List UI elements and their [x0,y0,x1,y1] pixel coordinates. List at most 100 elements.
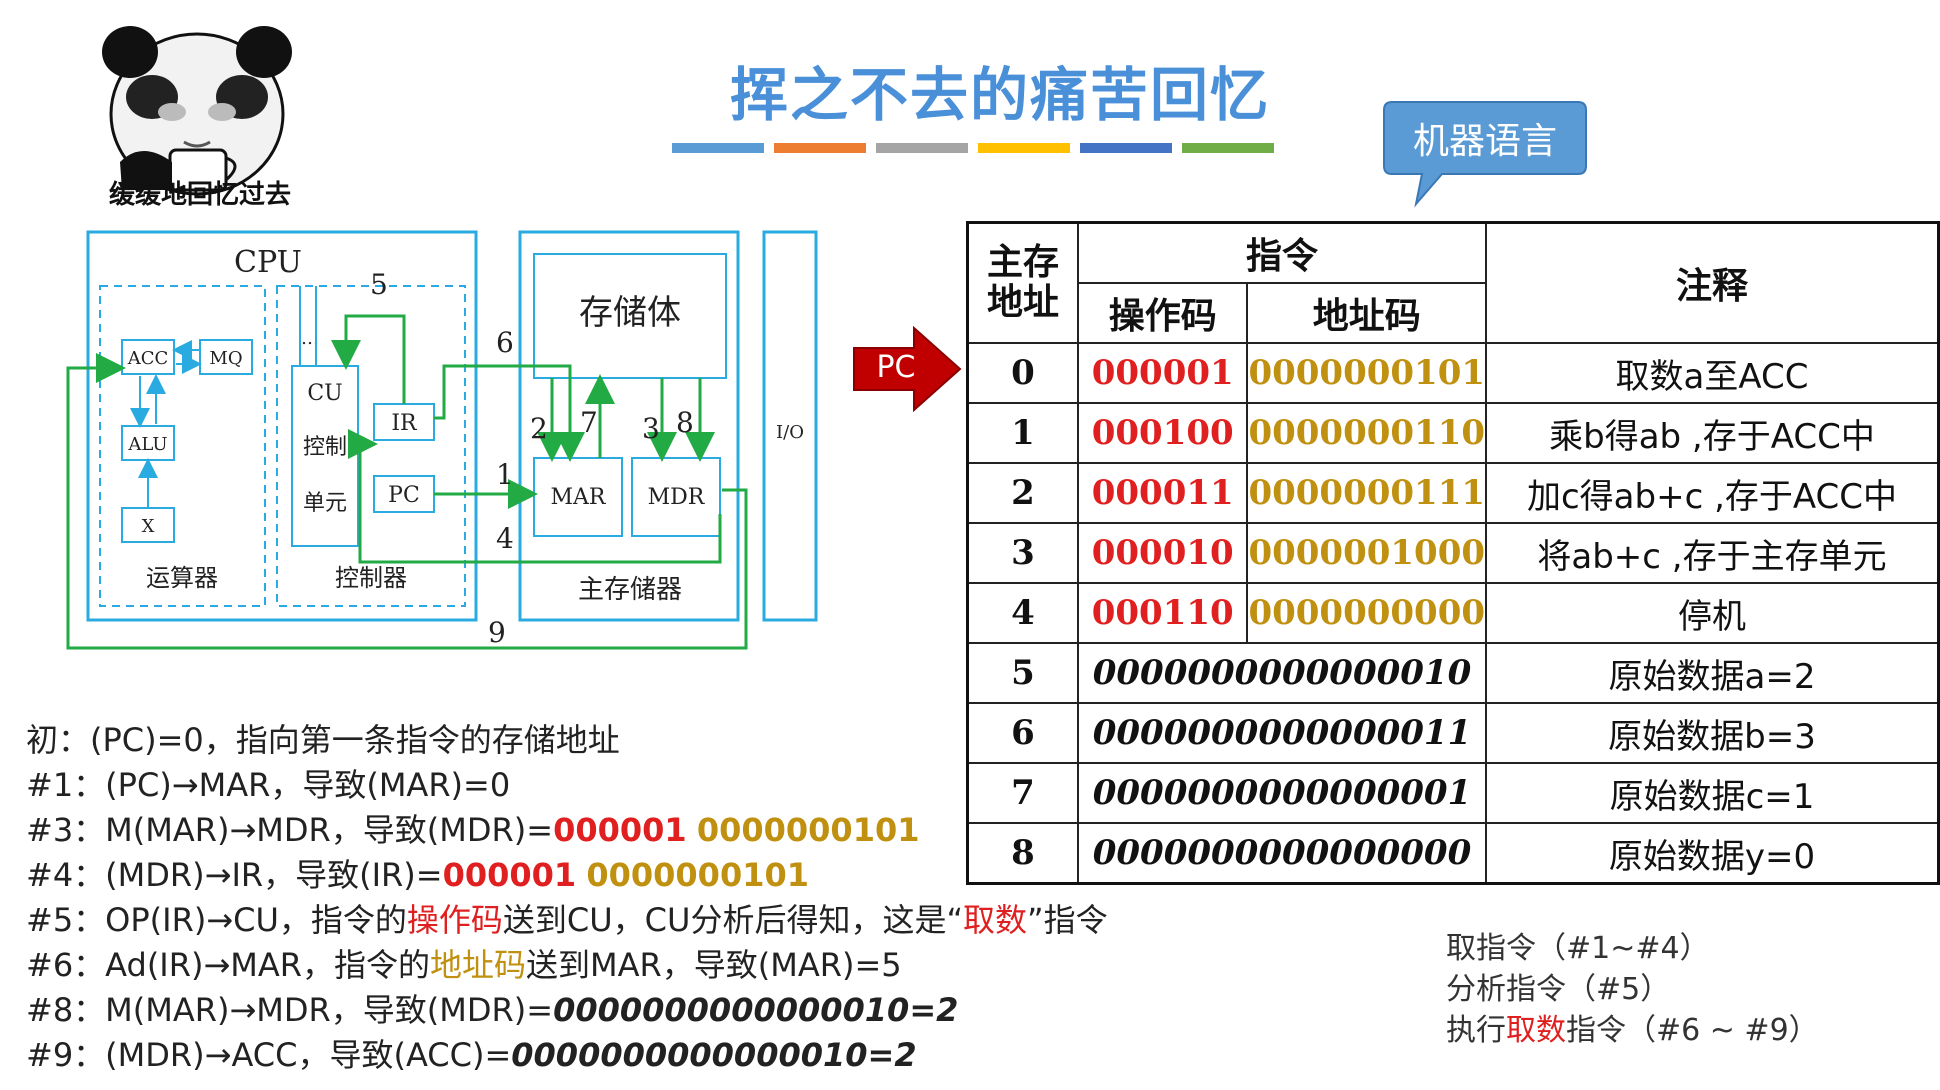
speech-bubble-icon [1383,101,1587,208]
step-text: #1：(PC)→MAR，导致(MAR)=0 [26,766,511,804]
meme-caption: 缓缓地回忆过去 [108,180,291,210]
legend-item: 取指令（#1~#4） [1446,931,1710,966]
row-address: 6 [966,702,1079,764]
computer-structure-diagram: CPU ACC MQ ALU X 运算器 CU 控制 单元 … IR PC 控制… [66,230,818,650]
io-label: I/O [776,422,804,443]
table-row: 7 0000000000000001 原始数据c=1 [966,762,1940,824]
x-label: X [142,516,155,537]
mdr-label: MDR [648,485,706,510]
step-text: ”指令 [1027,901,1108,939]
mar-box [533,457,623,537]
phase-legend: 取指令（#1~#4） 分析指令（#5） 执行取数指令（#6 ~ #9） [1446,928,1819,1051]
step-address-code: 0000000101 [696,811,920,849]
row-data-value: 0000000000000001 [1076,762,1488,824]
step-number: 9 [488,616,506,649]
step-text: #8：M(MAR)→MDR，导致(MDR)= [26,991,554,1029]
step-text: 送到CU，CU分析后得知，这是“ [502,901,964,939]
main-memory-box [518,230,740,622]
header-opcode: 操作码 [1076,282,1249,344]
step-opcode: 000001 [553,811,687,849]
ir-label: IR [391,411,418,436]
row-address-code: 0000000110 [1246,402,1488,464]
table-row: 5 0000000000000010 原始数据a=2 [966,642,1940,704]
row-address-code: 0000001000 [1246,522,1488,584]
alu-unit-label: 运算器 [146,564,218,592]
row-address-code: 0000000101 [1246,342,1488,404]
step-row: #1：(PC)→MAR，导致(MAR)=0 [26,763,1108,808]
step-list: 初：(PC)=0，指向第一条指令的存储地址 #1：(PC)→MAR，导致(MAR… [26,718,1108,1078]
row-address: 3 [966,522,1079,584]
title-bar [1182,143,1274,153]
header-instruction: 指令 [1076,221,1488,284]
table-row: 2 000011 0000000111 加c得ab+c ,存于ACC中 [966,462,1940,524]
row-opcode: 000001 [1076,342,1249,404]
title-bar [1080,143,1172,153]
pc-label: PC [388,483,420,508]
step-text: 送到MAR，导致(MAR)=5 [526,946,902,984]
row-address: 5 [966,642,1079,704]
row-address: 1 [966,402,1079,464]
title-bar [978,143,1070,153]
header-address-line1: 主存 [986,242,1059,283]
row-note: 原始数据y=0 [1485,822,1940,885]
table-row: 1 000100 0000000110 乘b得ab ,存于ACC中 [966,402,1940,464]
row-address: 0 [966,342,1079,404]
step-row: 初：(PC)=0，指向第一条指令的存储地址 [26,718,1108,763]
legend-text: 执行 [1446,1013,1506,1048]
step-row: #9：(MDR)→ACC，导致(ACC)=0000000000000010=2 [26,1033,1108,1078]
row-opcode: 000010 [1076,522,1249,584]
row-note: 乘b得ab ,存于ACC中 [1485,402,1940,464]
table-row: 8 0000000000000000 原始数据y=0 [966,822,1940,885]
row-opcode: 000110 [1076,582,1249,644]
step-number: 2 [530,412,548,445]
step-row: #8：M(MAR)→MDR，导致(MDR)=0000000000000010=2 [26,988,1108,1033]
title-bar [774,143,866,153]
mq-label: MQ [209,348,242,369]
step-text: #5：OP(IR)→CU，指令的 [26,901,407,939]
legend-item: 分析指令（#5） [1446,972,1671,1007]
row-address: 7 [966,762,1079,824]
row-note: 取数a至ACC [1485,342,1940,404]
instruction-table: 主存 地址 指令 注释 操作码 地址码 0 000001 0000000101 … [966,221,1940,885]
cu-sub1-label: 控制 [303,435,347,460]
mdr-box [631,457,721,537]
cu-dots: … [301,328,319,349]
step-row: #5：OP(IR)→CU，指令的操作码送到CU，CU分析后得知，这是“取数”指令 [26,898,1108,943]
cpu-label: CPU [234,245,302,280]
cu-label: CU [307,381,342,406]
step-row: #6：Ad(IR)→MAR，指令的地址码送到MAR，导致(MAR)=5 [26,943,1108,988]
x-box [121,507,175,543]
header-address: 主存 地址 [966,221,1079,344]
step-number: 8 [676,406,694,439]
legend-item: 执行取数指令（#6 ~ #9） [1446,1010,1819,1051]
table-row: 3 000010 0000001000 将ab+c ,存于主存单元 [966,522,1940,584]
header-note: 注释 [1485,221,1940,344]
table-row: 6 0000000000000011 原始数据b=3 [966,702,1940,764]
title-bar [876,143,968,153]
step-opcode: 000001 [442,856,577,894]
step-number: 5 [370,268,388,301]
row-address: 8 [966,822,1079,885]
row-address: 4 [966,582,1079,644]
header-address-code: 地址码 [1246,282,1488,344]
page-title: 挥之不去的痛苦回忆 [729,61,1270,129]
step-text: #3：M(MAR)→MDR，导致(MDR)= [26,811,554,849]
title-color-bars [672,143,1274,153]
row-opcode: 000011 [1076,462,1249,524]
step-number: 7 [580,406,598,439]
step-number: 3 [642,412,660,445]
row-opcode: 000100 [1076,402,1249,464]
row-note: 停机 [1485,582,1940,644]
legend-text: 指令（#6 ~ #9） [1566,1013,1819,1048]
storage-label: 存储体 [579,293,681,333]
title-bar [672,143,764,153]
cpu-box [86,230,478,622]
pc-pointer-arrow-icon [853,326,962,412]
header-address-line2: 地址 [986,282,1059,323]
row-note: 原始数据a=2 [1485,642,1940,704]
row-data-value: 0000000000000011 [1076,702,1488,764]
step-text: #9：(MDR)→ACC，导致(ACC)= [26,1036,512,1074]
storage-box [533,253,727,379]
step-highlight: 操作码 [406,901,503,939]
row-data-value: 0000000000000010 [1076,642,1488,704]
